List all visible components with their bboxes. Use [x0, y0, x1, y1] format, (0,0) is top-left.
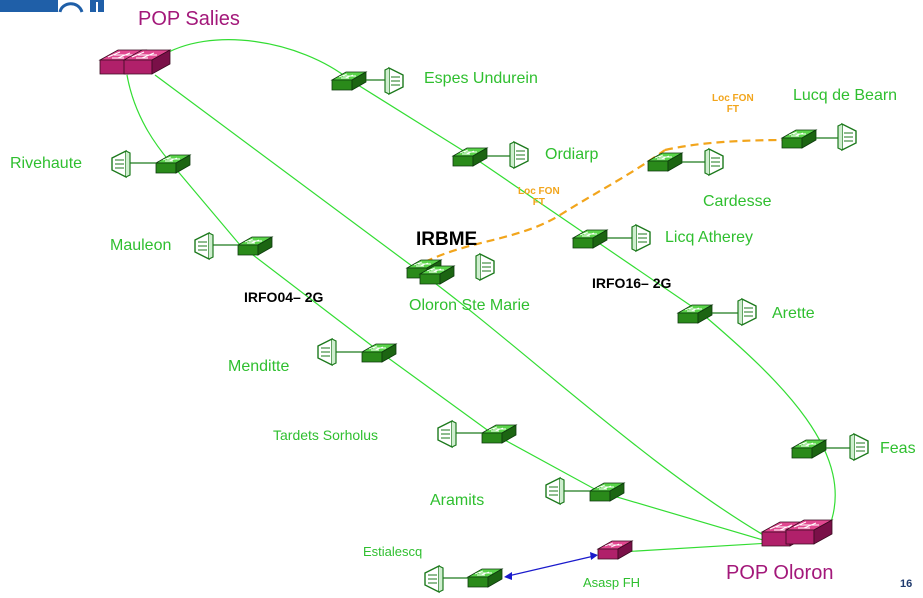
antenna-estialescq [424, 565, 444, 593]
switch-mauleon [237, 236, 273, 256]
fiber-label-mid: Loc FON FT [518, 186, 560, 208]
site-label-cardesse: Cardesse [703, 193, 772, 210]
fiber-label-mid-line2: FT [532, 197, 545, 208]
pop-salies-label: POP Salies [138, 8, 240, 30]
antenna-lucq [837, 123, 857, 151]
site-label-aramits: Aramits [430, 492, 485, 509]
antenna-menditte [317, 338, 337, 366]
site-label-arette: Arette [772, 305, 815, 322]
antenna-licq [631, 224, 651, 252]
site-label-licq: Licq Atherey [665, 229, 754, 246]
switch-rivehaute [155, 154, 191, 174]
site-label-feas: Feas [880, 440, 916, 457]
switch-asasp [596, 540, 634, 560]
site-label-estialescq: Estialescq [363, 544, 423, 559]
site-label-espes: Espes Undurein [424, 70, 538, 87]
antenna-arette [737, 298, 757, 326]
logo-mark [0, 0, 104, 13]
ring-irbme [154, 74, 773, 541]
pop-oloron-label: POP Oloron [726, 562, 834, 584]
antenna-cardesse [704, 148, 724, 176]
site-label-rivehaute: Rivehaute [10, 155, 83, 172]
fiber-label-lucq-line2: FT [726, 104, 739, 115]
radio-link-fh [504, 552, 598, 580]
switch-cardesse [647, 152, 683, 172]
site-label-mauleon: Mauleon [110, 237, 172, 254]
switch-arette [677, 304, 713, 324]
antenna-ordiarp [509, 141, 529, 169]
antenna-rivehaute [111, 150, 131, 178]
switch-estialescq [467, 568, 503, 588]
fiber-label-mid-line1: Loc FON [518, 186, 560, 197]
antenna-oloron-ste-marie [475, 253, 495, 281]
link-asasp [619, 542, 771, 553]
antenna-mauleon [194, 232, 214, 260]
switch-feas [791, 439, 827, 459]
site-label-ordiarp: Ordiarp [545, 146, 599, 163]
site-label-menditte: Menditte [228, 358, 290, 375]
page-number: 16 [900, 578, 913, 590]
site-label-oloron-ste-marie: Oloron Ste Marie [409, 297, 530, 314]
site-label-tardets: Tardets Sorholus [273, 427, 379, 443]
antenna-feas [849, 433, 869, 461]
site-label-asasp: Asasp FH [583, 575, 641, 590]
antenna-tardets [437, 420, 457, 448]
fiber-label-lucq: Loc FON FT [712, 93, 754, 115]
ring-label-irbme: IRBME [416, 229, 478, 250]
switch-aramits [589, 482, 625, 502]
fiber-ring-lines [126, 39, 836, 553]
ring-label-irfo16: IRFO16– 2G [592, 275, 672, 291]
antenna-espes [384, 67, 404, 95]
fiber-label-lucq-line1: Loc FON [712, 93, 754, 104]
switch-lucq [781, 129, 817, 149]
ring-label-irfo04: IRFO04– 2G [244, 289, 324, 305]
site-label-lucq: Lucq de Bearn [793, 87, 898, 104]
switch-tardets [481, 424, 517, 444]
antenna-aramits [545, 477, 565, 505]
